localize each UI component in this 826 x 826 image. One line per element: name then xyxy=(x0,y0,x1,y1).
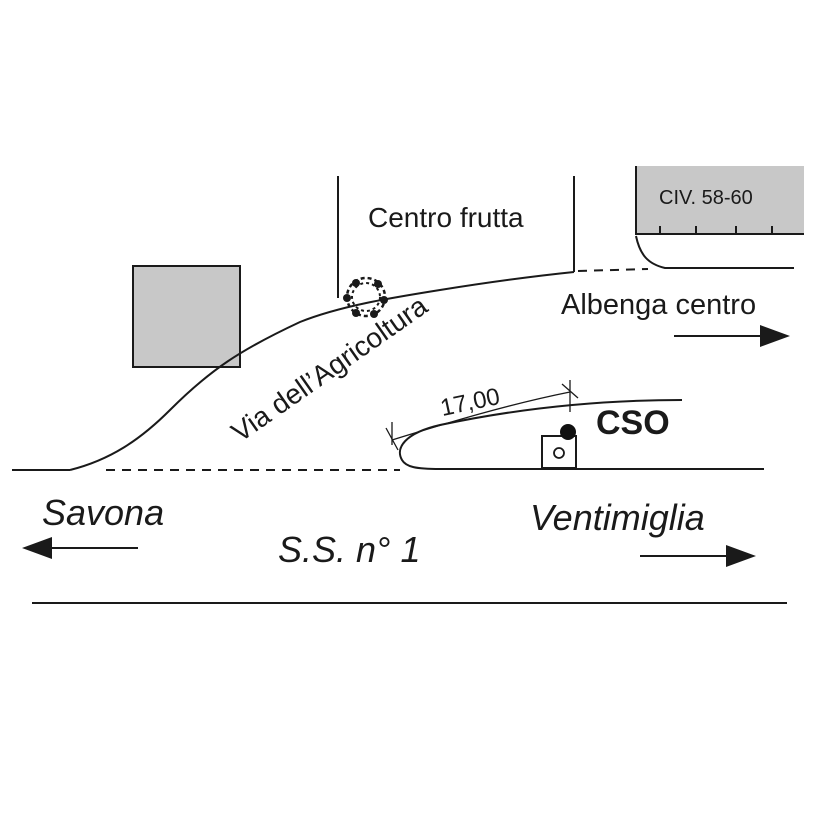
via-agricoltura-label: Via dell’Agricoltura xyxy=(226,290,434,448)
civ-label: CIV. 58-60 xyxy=(659,187,753,209)
via-agricoltura-edge xyxy=(69,271,575,471)
arrow-right-icon xyxy=(674,325,790,347)
centro-frutta-outline xyxy=(337,176,575,298)
ss1-label: S.S. n° 1 xyxy=(278,529,420,570)
sign-icon xyxy=(541,435,577,469)
distance-dimension xyxy=(385,380,579,451)
sign-icon-inner xyxy=(553,447,565,459)
ventimiglia-label: Ventimiglia xyxy=(530,497,705,538)
arrow-left-icon xyxy=(22,537,138,559)
road-edge-albenga xyxy=(635,235,794,269)
building-civ-58-60 xyxy=(635,166,804,235)
centro-frutta-label: Centro frutta xyxy=(368,202,524,233)
traffic-island-edge xyxy=(398,399,764,470)
tree-icon xyxy=(343,276,388,318)
dashed-connector-top xyxy=(577,268,649,272)
savona-label: Savona xyxy=(42,492,164,533)
arrow-right-icon-ventimiglia xyxy=(640,545,756,567)
albenga-centro-label: Albenga centro xyxy=(561,289,756,321)
cso-label: CSO xyxy=(596,404,670,442)
location-dot-icon xyxy=(560,424,576,440)
building-left xyxy=(132,265,241,368)
